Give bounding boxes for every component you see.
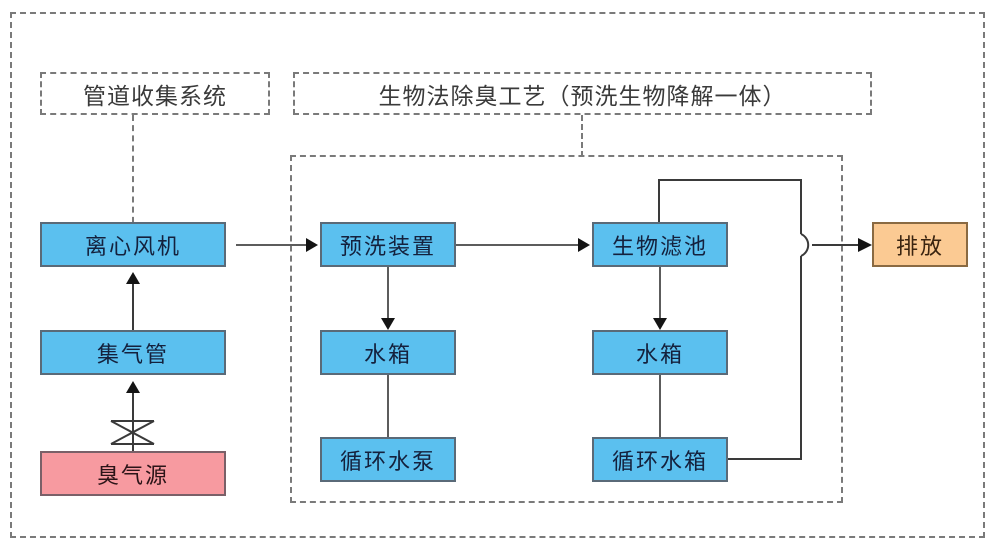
arrowhead-fan-to-prewash [306, 238, 318, 252]
node-water-tank-1-label: 水箱 [363, 341, 412, 367]
connector-odorsource-to-gaspipe [132, 392, 134, 451]
node-discharge-label: 排放 [895, 233, 944, 259]
node-prewash-device-label: 预洗装置 [339, 233, 436, 259]
outer-boundary-frame [10, 12, 985, 538]
node-odor-source-label: 臭气源 [96, 462, 169, 488]
node-odor-source[interactable]: 臭气源 [40, 451, 226, 496]
node-gas-collection-pipe-label: 集气管 [96, 341, 169, 367]
node-gas-collection-pipe[interactable]: 集气管 [40, 330, 226, 375]
node-prewash-device[interactable]: 预洗装置 [320, 222, 456, 267]
process-region-frame [290, 155, 843, 503]
leader-line-pipe-collection [132, 115, 134, 233]
connector-prewash-to-tank1 [387, 267, 389, 319]
arrowhead-prewash-to-biofilter [578, 238, 590, 252]
arrowhead-gaspipe-to-fan [126, 272, 140, 284]
connector-biofilter-to-tank2 [659, 267, 661, 319]
node-discharge[interactable]: 排放 [872, 222, 968, 267]
node-biofilter-label: 生物滤池 [611, 233, 708, 259]
node-centrifugal-fan[interactable]: 离心风机 [40, 222, 226, 267]
node-circulating-pump-label: 循环水泵 [339, 448, 436, 474]
connector-fan-to-prewash [236, 244, 308, 246]
connector-gaspipe-to-fan [132, 283, 134, 330]
node-circulating-tank-label: 循环水箱 [611, 448, 708, 474]
region-label-pipe-collection: 管道收集系统 [40, 72, 270, 115]
region-label-bio-process-text: 生物法除臭工艺（预洗生物降解一体） [378, 83, 787, 109]
node-water-tank-2-label: 水箱 [635, 341, 684, 367]
arrowhead-prewash-to-tank1 [381, 318, 395, 330]
region-label-pipe-collection-text: 管道收集系统 [83, 83, 227, 109]
leader-line-bio-process [581, 115, 583, 157]
connector-prewash-to-biofilter [456, 244, 580, 246]
connector-tank1-to-pump [387, 375, 389, 437]
node-circulating-tank[interactable]: 循环水箱 [592, 437, 728, 482]
connector-tank2-to-circtank [659, 375, 661, 437]
node-circulating-pump[interactable]: 循环水泵 [320, 437, 456, 482]
arrowhead-biofilter-to-tank2 [653, 318, 667, 330]
region-label-bio-process: 生物法除臭工艺（预洗生物降解一体） [293, 72, 872, 115]
node-centrifugal-fan-label: 离心风机 [84, 233, 181, 259]
node-water-tank-1[interactable]: 水箱 [320, 330, 456, 375]
node-biofilter[interactable]: 生物滤池 [592, 222, 728, 267]
node-water-tank-2[interactable]: 水箱 [592, 330, 728, 375]
arrowhead-odorsource-to-gaspipe [126, 381, 140, 393]
